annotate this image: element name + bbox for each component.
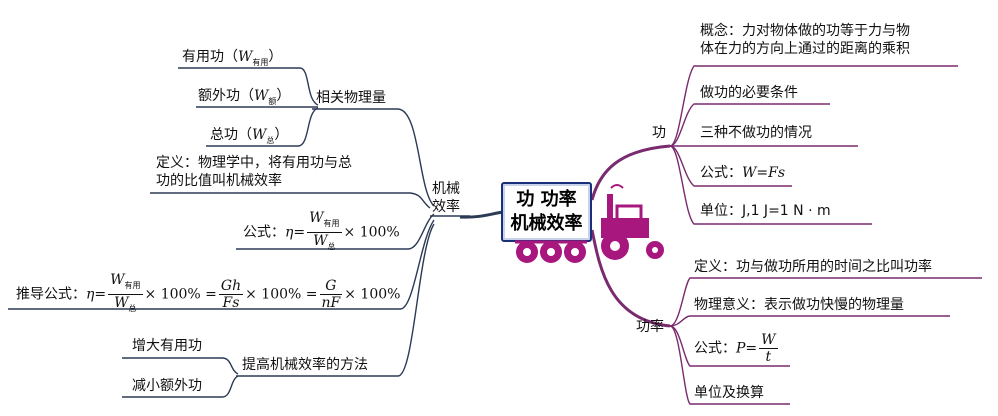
gong-unit: 单位：J,1 J=1 N · m <box>700 202 831 220</box>
gonglv-unit-conversion: 单位及换算 <box>694 384 764 402</box>
method-reduce-extra: 减小额外功 <box>132 377 202 395</box>
tractor-decoration <box>515 180 675 270</box>
center-link-left <box>460 212 503 217</box>
gong-necessary-conditions: 做功的必要条件 <box>700 84 798 102</box>
branch-gonglv: 功率 <box>636 318 664 336</box>
method-increase-useful: 增大有用功 <box>132 337 202 355</box>
efficiency-definition: 定义：物理学中，将有用功与总 功的比值叫机械效率 <box>156 154 352 190</box>
gonglv-definition: 定义：功与做功所用的时间之比叫功率 <box>694 258 932 276</box>
gong-formula: 公式：W=Fs <box>700 164 785 182</box>
branch-gong: 功 <box>652 124 666 142</box>
gonglv-meaning: 物理意义：表示做功快慢的物理量 <box>694 296 904 314</box>
tractor-icon <box>601 185 664 260</box>
gong-concept: 概念：力对物体做的功等于力与物 体在力的方向上通过的距离的乘积 <box>700 22 910 58</box>
left-connectors <box>8 68 470 397</box>
branch-jixie-xiaolv: 机械 效率 <box>432 180 460 216</box>
wheel-icons <box>515 241 587 263</box>
related-quantities-label: 相关物理量 <box>316 89 386 107</box>
related-item-extra-work: 额外功（W额） <box>198 87 290 111</box>
related-item-useful-work: 有用功（W有用） <box>182 48 282 72</box>
methods-label: 提高机械效率的方法 <box>242 356 368 374</box>
related-item-total-work: 总功（W总） <box>210 126 288 150</box>
gong-no-work-cases: 三种不做功的情况 <box>700 124 812 142</box>
